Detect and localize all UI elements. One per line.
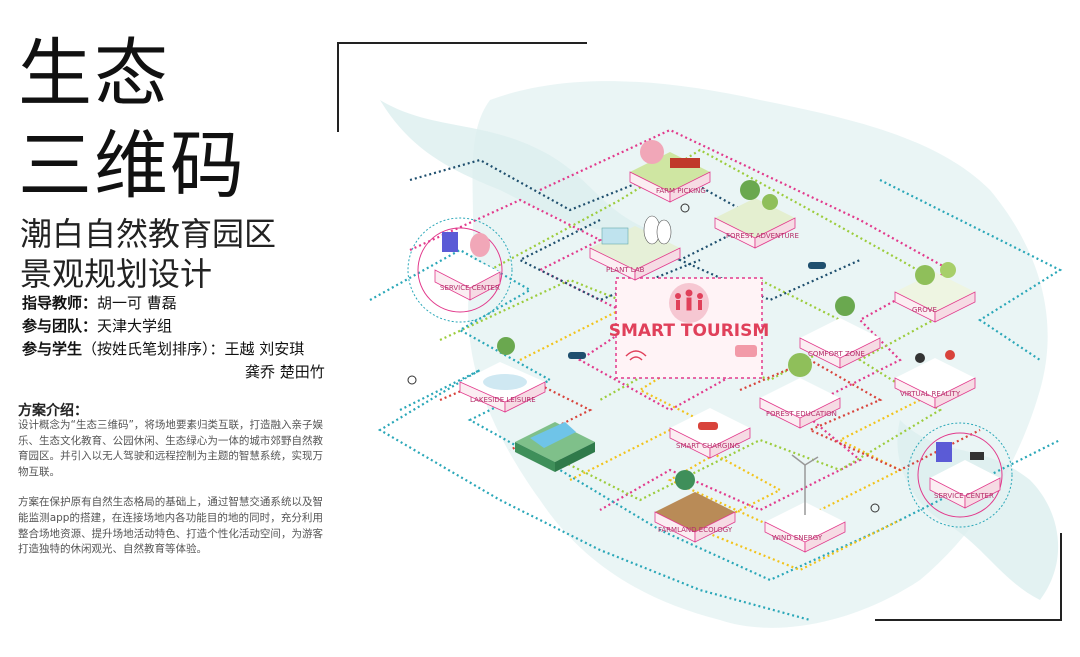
node-forest-edu: FOREST EDUCATION [759, 353, 841, 429]
diagram-svg: SMART TOURISM FARM PICKING PLANT LAB [369, 81, 1063, 628]
node-wind-label: WIND ENERGY [772, 534, 823, 542]
ring-left-outer [407, 217, 513, 323]
team-value: 天津大学组 [97, 317, 173, 335]
node-forest-play: FOREST ADVENTURE [714, 180, 799, 249]
car-icon-1 [568, 352, 586, 359]
bicycle-icon-3 [870, 503, 880, 513]
service-rings [407, 217, 1013, 528]
title-line-2: 三维码 [18, 123, 246, 209]
description-body: 设计概念为“生态三维码”，将场地要素归类互联，打造融入亲子娱乐、生态文化教育、公… [18, 418, 323, 573]
route-pink-2 [409, 198, 761, 412]
students-line-1: 王越 刘安琪 [224, 340, 305, 358]
node-plant-lab-label: PLANT LAB [606, 266, 645, 274]
node-wind: WIND ENERGY [764, 454, 846, 553]
vehicles [407, 203, 880, 513]
signal-icon [625, 350, 647, 361]
node-farm: FARM PICKING [629, 140, 711, 203]
description-paragraph-1: 设计概念为“生态三维码”，将场地要素归类互联，打造融入亲子娱乐、生态文化教育、公… [18, 419, 323, 478]
route-yellow [519, 298, 941, 532]
team-row: 参与团队：天津大学组 [22, 315, 342, 338]
advisor-row: 指导教师：胡一可 曹磊 [22, 292, 342, 315]
students-row: 参与学生（按姓氏笔划排序）：王越 刘安琪 [22, 338, 342, 361]
advisor-label: 指导教师： [22, 294, 98, 312]
ring-right-outer [907, 422, 1013, 528]
page-title: 生态 三维码 [18, 28, 246, 212]
frame-corner-top-left [337, 42, 587, 132]
smart-tourism-diagram: SMART TOURISM FARM PICKING PLANT LAB [340, 60, 1080, 657]
node-grove-label: GROVE [912, 306, 937, 314]
node-farmland: FARMLAND ECOLOGY [654, 470, 736, 543]
route-yellow-2 [569, 428, 901, 572]
page-subtitle: 潮白自然教育园区 景观规划设计 [20, 214, 276, 294]
title-line-1: 生态 [18, 31, 170, 117]
route-teal-3 [879, 179, 1063, 361]
node-plant-lab: PLANT LAB [589, 215, 681, 281]
node-virtual-label: VIRTUAL REALITY [900, 390, 961, 398]
frame-corner-bottom-right [875, 533, 1062, 621]
advisor-value: 胡一可 曹磊 [97, 294, 177, 312]
smart-tourism-center: SMART TOURISM [609, 277, 770, 379]
node-farmland-label: FARMLAND ECOLOGY [658, 526, 733, 534]
bicycle-icon-2 [680, 203, 690, 213]
center-label: SMART TOURISM [609, 321, 770, 341]
node-service-right-label: SERVICE CENTER [934, 492, 994, 500]
students-label: 参与学生 [22, 340, 83, 358]
node-forest-play-label: FOREST ADVENTURE [726, 232, 799, 240]
route-pink [539, 128, 953, 512]
node-service-left: SERVICE CENTER [434, 232, 501, 301]
node-lake-label: LAKESIDE LEISURE [470, 396, 536, 404]
students-line-2: 龚乔 楚田竹 [245, 363, 325, 381]
river-branch [380, 100, 650, 232]
node-comfort: COMFORT ZONE [799, 296, 881, 369]
node-smart-charge: SMART CHARGING [669, 408, 751, 459]
node-lake: LAKESIDE LEISURE [459, 337, 546, 413]
node-comfort-label: COMFORT ZONE [808, 350, 865, 358]
node-water-terrace [515, 422, 595, 472]
route-red [739, 358, 981, 472]
node-virtual: VIRTUAL REALITY [894, 350, 976, 409]
subtitle-line-2: 景观规划设计 [20, 255, 213, 293]
river-branch-2 [897, 420, 1059, 600]
students-row-2: 龚乔 楚田竹 [22, 361, 342, 384]
bicycle-icon-1 [407, 375, 417, 385]
team-label: 参与团队： [22, 317, 98, 335]
car-icon-2 [808, 262, 826, 269]
route-teal [369, 248, 1061, 582]
students-note: （按姓氏笔划排序）： [82, 340, 225, 358]
ring-left-inner [417, 227, 503, 313]
node-service-left-label: SERVICE CENTER [440, 284, 500, 292]
subtitle-line-1: 潮白自然教育园区 [20, 215, 277, 253]
description-heading: 方案介绍： [18, 403, 88, 419]
description-paragraph-2: 方案在保护原有自然生态格局的基础上，通过智慧交通系统以及智能监测app的搭建，在… [18, 496, 323, 556]
people-icon [675, 289, 703, 311]
node-grove: GROVE [894, 262, 976, 323]
node-farm-label: FARM PICKING [656, 187, 706, 195]
ring-right-inner [917, 432, 1003, 518]
node-service-right: SERVICE CENTER [929, 442, 1001, 509]
car-icon [735, 345, 757, 357]
node-forest-edu-label: FOREST EDUCATION [766, 410, 837, 418]
node-smart-charge-label: SMART CHARGING [676, 442, 740, 450]
credits-block: 指导教师：胡一可 曹磊 参与团队：天津大学组 参与学生（按姓氏笔划排序）：王越 … [22, 292, 342, 384]
